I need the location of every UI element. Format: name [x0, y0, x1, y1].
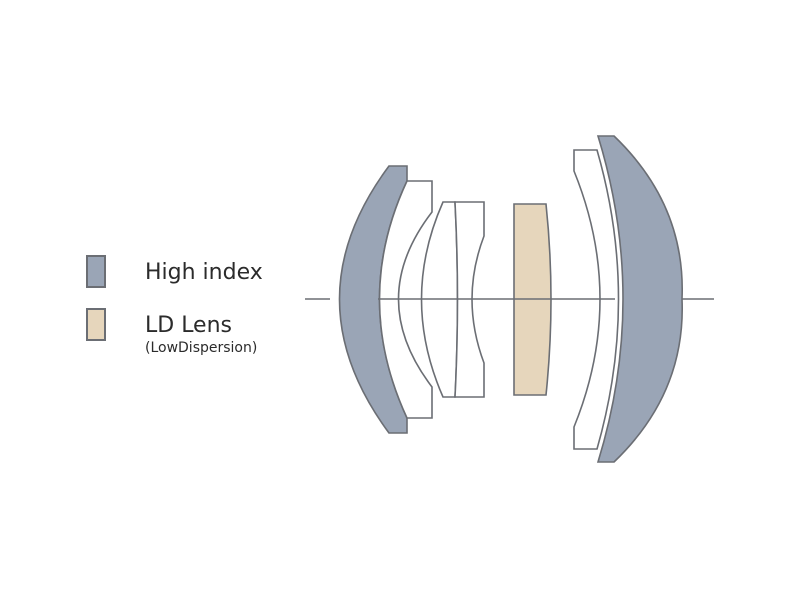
lens-element-7 [596, 135, 683, 463]
lens-element-6 [573, 149, 620, 450]
ld-lens-sublabel: (LowDispersion) [145, 340, 258, 356]
ld-lens-swatch [86, 308, 106, 341]
ld-lens-label: LD Lens [145, 313, 233, 338]
high-index-swatch [86, 255, 106, 288]
lens-element-2 [378, 180, 433, 419]
high-index-label: High index [145, 260, 263, 285]
